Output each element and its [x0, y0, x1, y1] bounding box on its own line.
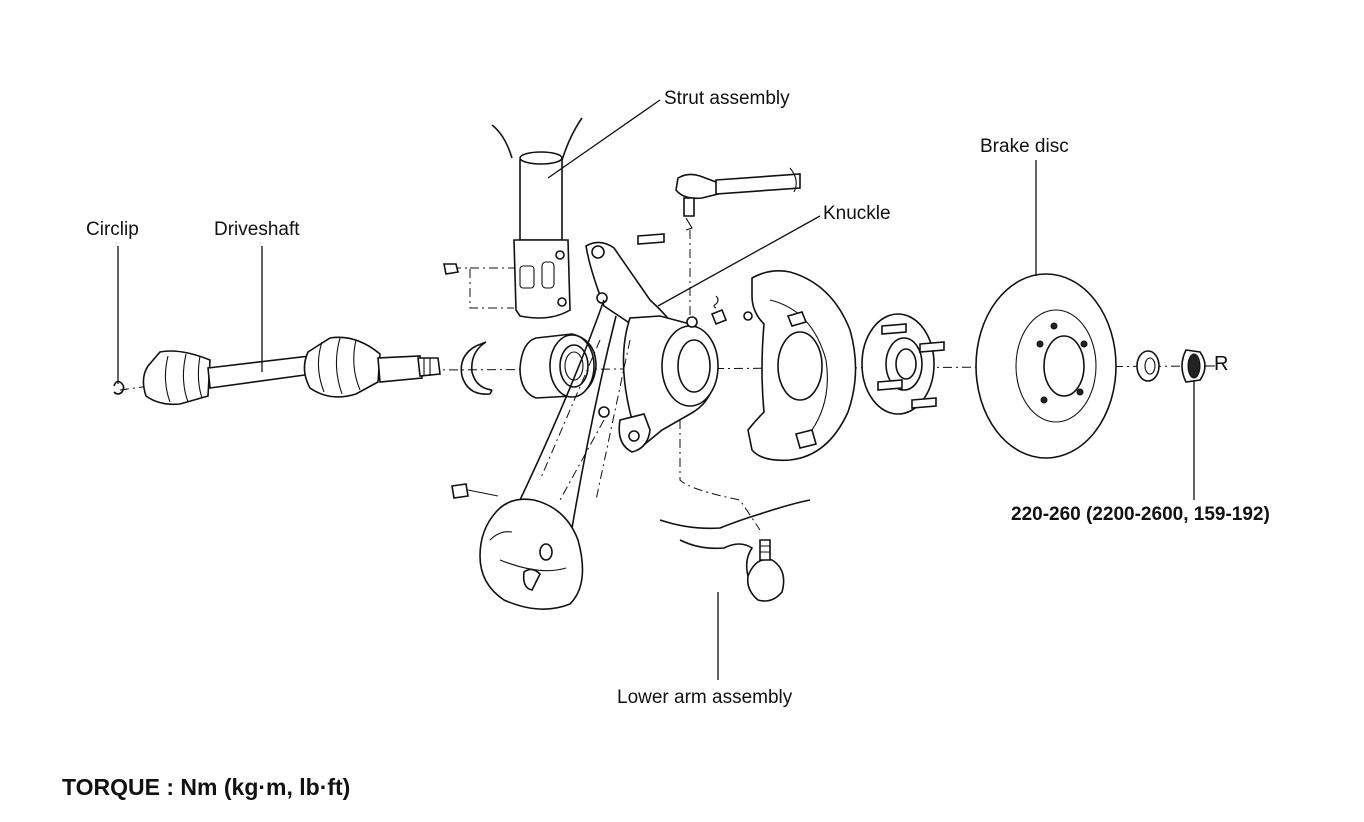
wheel-bearing-part: [519, 333, 597, 399]
dust-shield-part: [743, 270, 857, 462]
washer-and-nut-part: [1136, 349, 1214, 383]
torque-unit-caption: TORQUE : Nm (kg·m, lb·ft): [62, 774, 351, 800]
nut-mark-label: R: [1214, 353, 1229, 375]
driveshaft-part: [142, 336, 441, 406]
strut-assembly-label: Strut assembly: [664, 88, 790, 109]
brake-disc-part: [975, 273, 1117, 459]
snap-ring-part: [460, 341, 493, 395]
brake-disc-label: Brake disc: [980, 136, 1069, 157]
circlip-part: [113, 380, 125, 395]
leader-lines: [117, 99, 1195, 680]
wheel-hub-part: [861, 313, 945, 415]
brake-caliper-part: [451, 483, 584, 610]
strut-assembly-drawing: [443, 117, 583, 319]
knuckle-part: [519, 233, 719, 541]
driveshaft-label: Driveshaft: [214, 219, 300, 240]
hub-nut-torque-value: 220-260 (2200-2600, 159-192): [1011, 504, 1270, 525]
lower-arm-part: [659, 420, 811, 602]
circlip-label: Circlip: [86, 219, 139, 240]
knuckle-label: Knuckle: [823, 203, 891, 224]
tie-rod-end-part: [675, 167, 801, 328]
lower-arm-assembly-label: Lower arm assembly: [617, 687, 793, 708]
